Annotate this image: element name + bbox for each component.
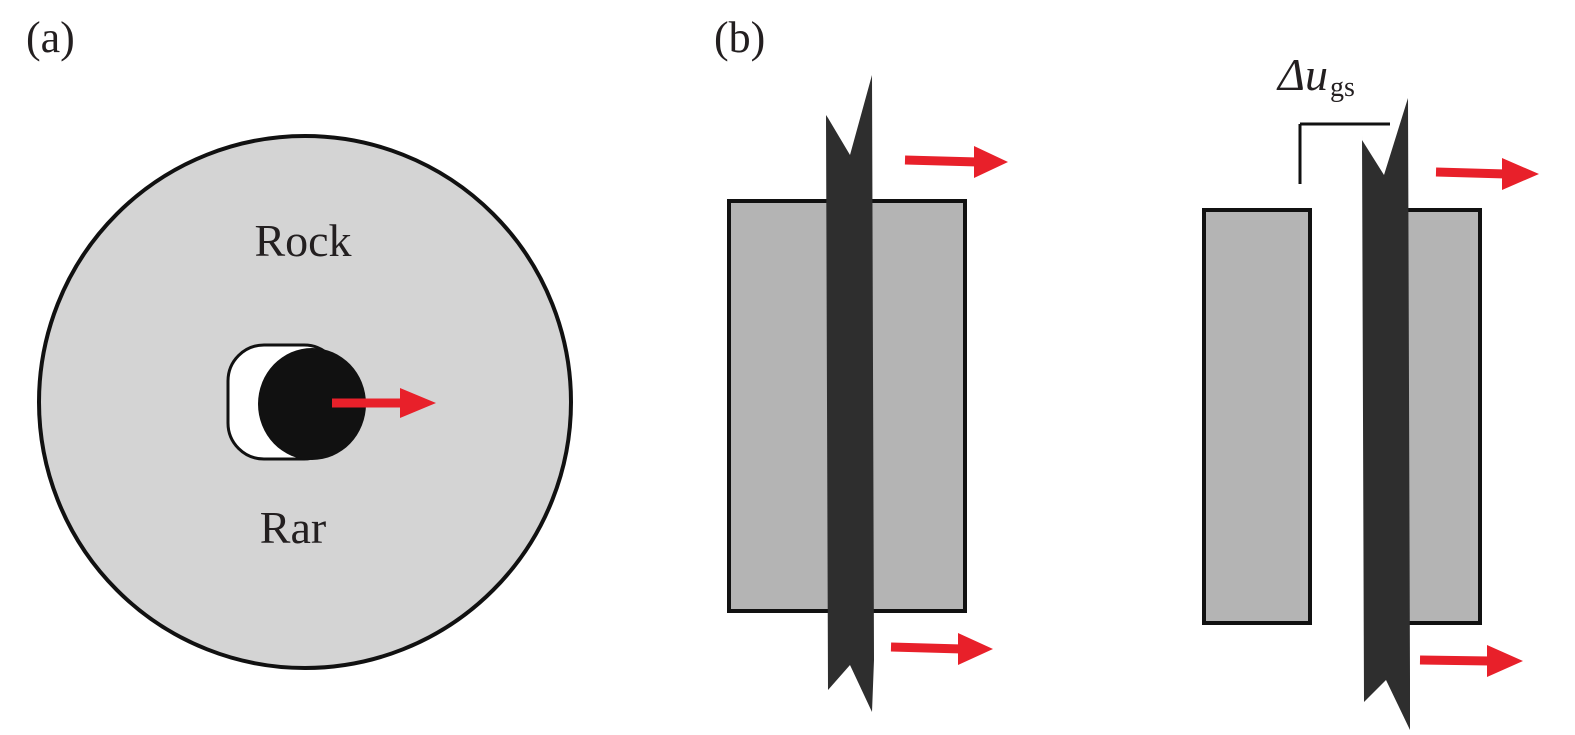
rock-bolt-displaced [1362, 98, 1410, 730]
rar-label: Rar [260, 502, 326, 553]
arrow-bottom-right [1419, 645, 1523, 677]
gap-dimension [1298, 122, 1390, 184]
bolt-block-after: Δugs [1202, 49, 1539, 730]
rock-bolt [826, 75, 874, 712]
displacement-arrow-a [332, 388, 436, 418]
bolt-cross-section [258, 348, 366, 460]
panel-b: (b) Δugs [714, 13, 1539, 730]
right-rock-block [1403, 208, 1482, 625]
gap-label: Δugs [1276, 49, 1355, 103]
bolt-block-before [727, 75, 1008, 712]
panel-b-label: (b) [714, 13, 765, 62]
arrow-bottom-left [890, 633, 993, 665]
panel-a: (a) Rock Rar [26, 13, 573, 670]
rock-label: Rock [254, 215, 351, 266]
panel-a-label: (a) [26, 13, 75, 62]
arrow-top-right [1435, 158, 1539, 190]
arrow-top-left [904, 146, 1008, 178]
left-rock-block [1202, 208, 1312, 625]
